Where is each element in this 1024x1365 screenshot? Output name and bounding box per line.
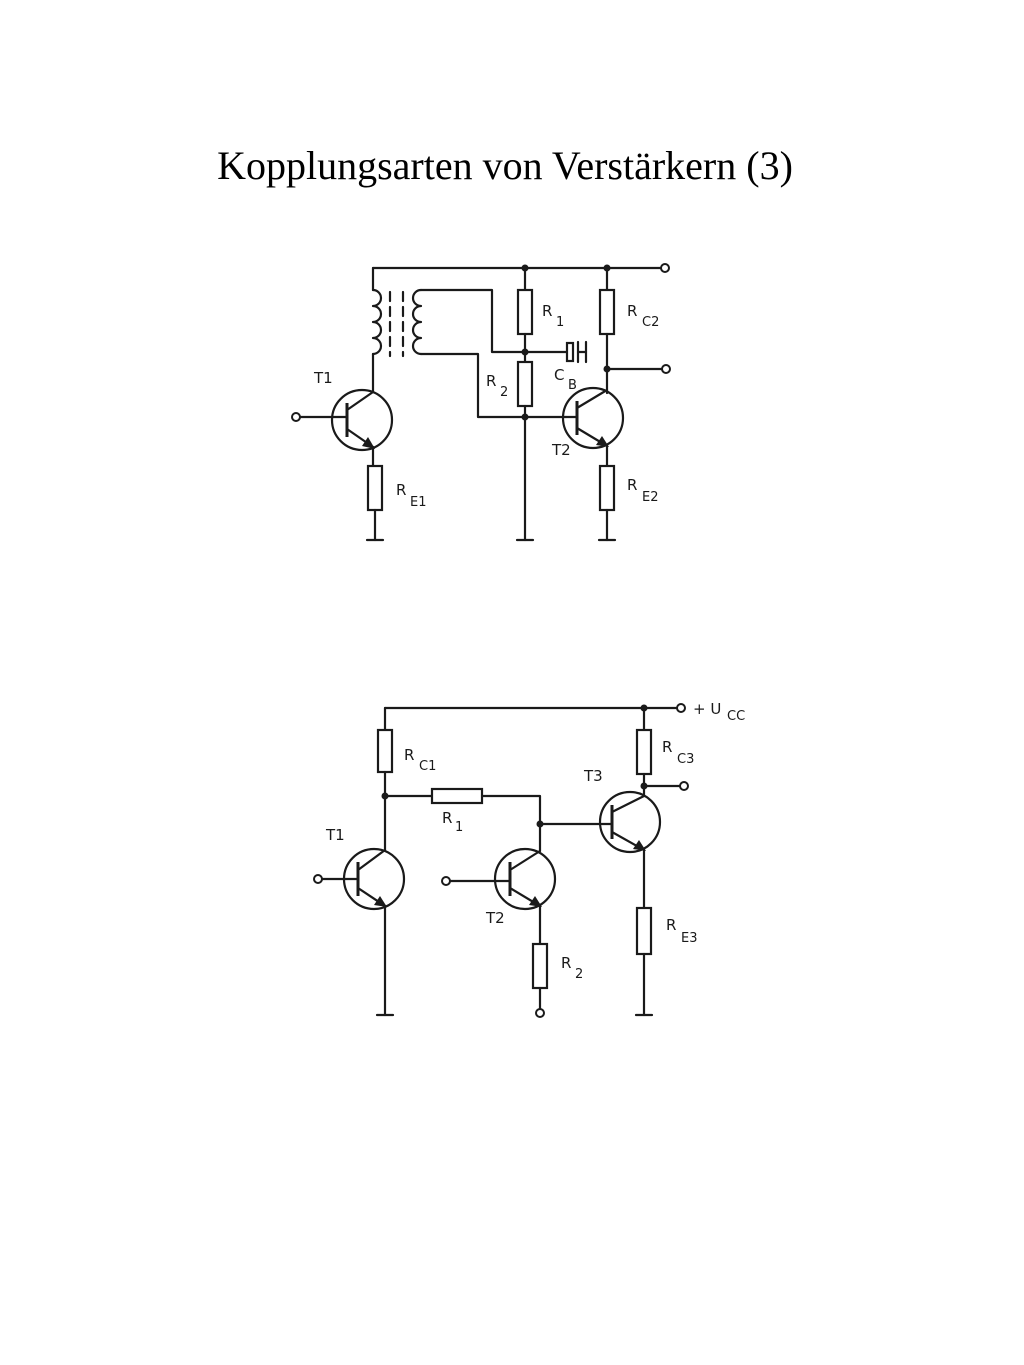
transformer-coupled-amplifier-diagram: T1 R E1 R 1 R 2 C B R C	[291, 263, 671, 542]
label-rc1-main: R	[404, 746, 414, 764]
ucc-terminal	[676, 703, 686, 713]
direct-coupled-amplifier-diagram: + U CC R C1 R 1 T1 T2	[313, 700, 745, 1018]
label-t3: T3	[583, 767, 603, 785]
resistor-r1	[516, 266, 534, 364]
resistor-re3	[634, 848, 654, 1017]
resistor-rc1	[376, 706, 394, 852]
supply-terminal	[660, 263, 670, 273]
label-re2-sub: E2	[642, 490, 659, 505]
label-r2-main: R	[561, 954, 571, 972]
label-re3-sub: E3	[681, 931, 698, 946]
resistor-r2	[515, 360, 535, 542]
label-rc1-sub: C1	[419, 759, 436, 774]
resistor-rc2	[598, 266, 671, 395]
t2-base-input-terminal	[441, 876, 451, 886]
resistor-re2	[597, 444, 617, 542]
output-terminal	[661, 364, 671, 374]
label-re2-main: R	[627, 476, 637, 494]
resistor-r2	[531, 904, 549, 1018]
t3-collector-output-terminal	[679, 781, 689, 791]
supply-rail	[371, 263, 670, 273]
label-r1-sub: 1	[556, 315, 564, 330]
resistor-re1	[365, 445, 385, 542]
label-rc3-main: R	[662, 738, 672, 756]
transistor-t2	[441, 847, 557, 911]
transistor-t3	[598, 790, 662, 854]
t1-base-input-terminal	[291, 412, 301, 422]
label-r2-sub: 2	[500, 385, 508, 400]
label-re1-main: R	[396, 481, 406, 499]
label-rc2-sub: C2	[642, 315, 659, 330]
capacitor-cb	[565, 340, 588, 364]
page-title: Kopplungsarten von Verstärkern (3)	[217, 143, 793, 188]
label-t2: T2	[551, 441, 571, 459]
label-t2: T2	[485, 909, 505, 927]
label-re1-sub: E1	[410, 495, 427, 510]
transformer-core	[388, 290, 405, 358]
label-r1-sub: 1	[455, 820, 463, 835]
label-r2-sub: 2	[575, 967, 583, 982]
t1-base-input-terminal	[313, 874, 323, 884]
label-rc3-sub: C3	[677, 752, 694, 767]
label-ucc-sub: CC	[727, 709, 745, 724]
label-cb-sub: B	[568, 378, 577, 393]
label-r1-main: R	[442, 809, 452, 827]
resistor-r1	[383, 787, 614, 853]
transistor-t1	[313, 847, 406, 1017]
transistor-t1	[291, 388, 394, 452]
transistor-t2	[561, 386, 625, 450]
transformer-primary-winding	[371, 266, 383, 394]
label-cb-main: C	[554, 366, 564, 384]
label-ucc-main: + U	[693, 700, 721, 718]
label-t1: T1	[325, 826, 345, 844]
label-re3-main: R	[666, 916, 676, 934]
r2-output-terminal	[535, 1008, 545, 1018]
label-r1-main: R	[542, 302, 552, 320]
supply-rail	[383, 703, 686, 713]
resistor-rc3	[635, 706, 689, 798]
label-r2-main: R	[486, 372, 496, 390]
label-t1: T1	[313, 369, 333, 387]
label-rc2-main: R	[627, 302, 637, 320]
